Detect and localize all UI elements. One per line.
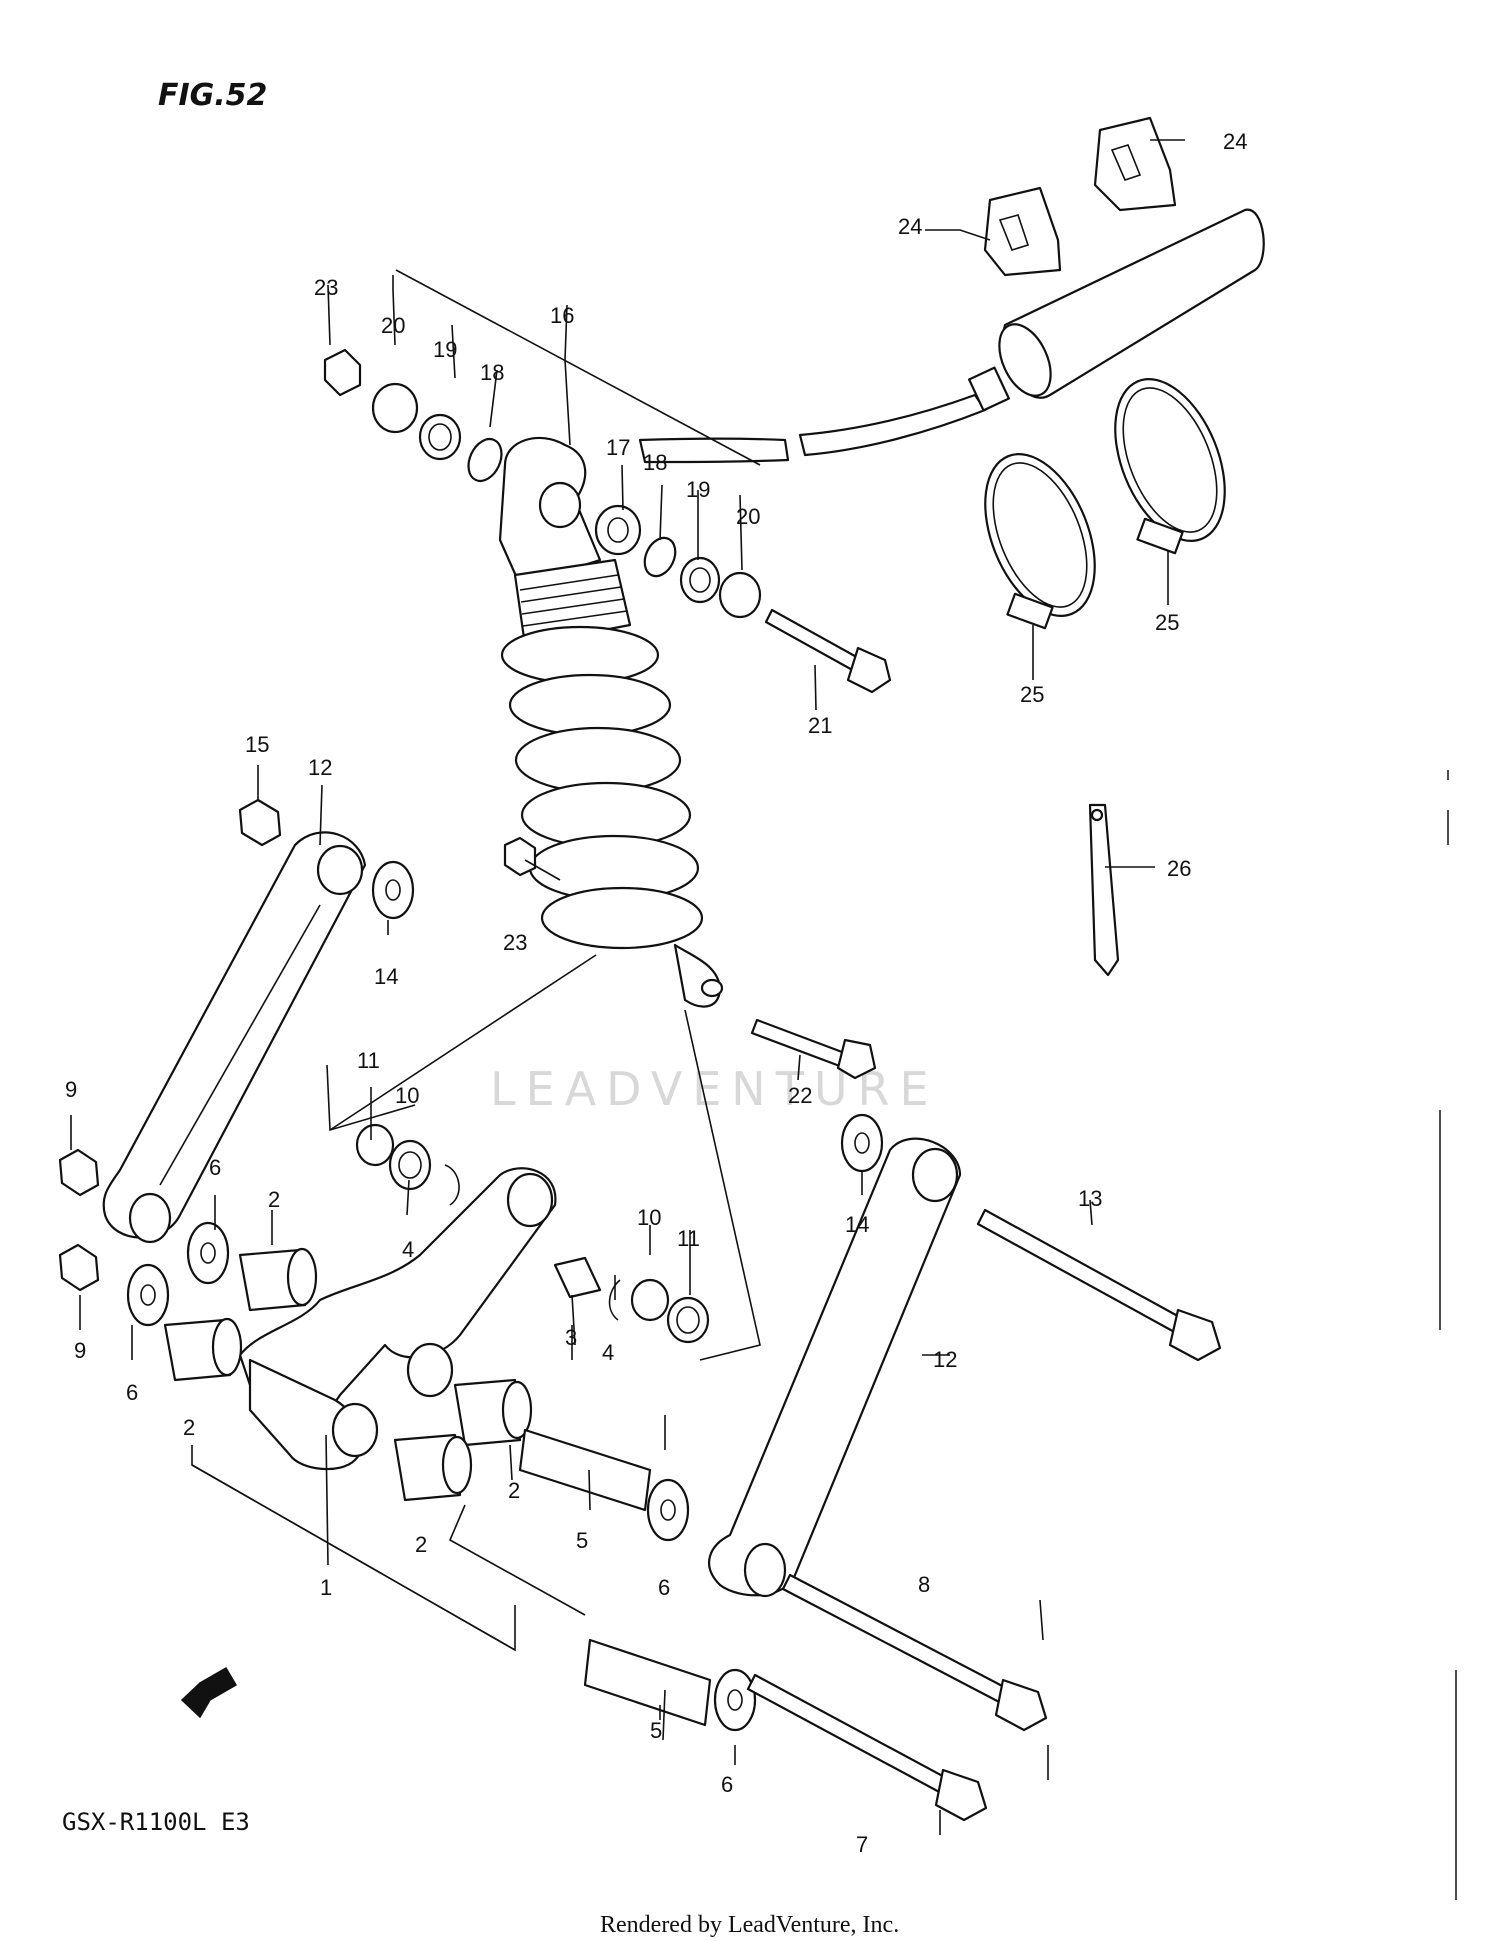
callout-25a: 25 [1020,682,1044,707]
rear-shock-absorber [498,436,724,1008]
callout-17: 17 [606,435,630,460]
upper-bolt [764,608,892,694]
callout-4a: 4 [402,1237,414,1262]
callout-12a: 12 [308,755,332,780]
callout-23a: 23 [314,275,338,300]
callout-23b: 23 [503,930,527,955]
scan-marks [1439,770,1457,1900]
callout-2a: 2 [268,1187,280,1212]
cushion-lever [238,1167,557,1471]
shock-lower-nut [503,836,537,877]
callout-6c: 6 [658,1575,670,1600]
callout-5a: 5 [576,1528,588,1553]
left-cushion-rod [102,831,367,1244]
callout-6d: 6 [721,1772,733,1797]
callout-7: 7 [856,1832,868,1857]
callout-11b: 11 [677,1226,700,1251]
callout-15: 15 [245,732,269,757]
callout-18b: 18 [643,450,667,475]
callout-14a: 14 [374,964,398,989]
callout-9b: 9 [74,1338,86,1363]
callout-25b: 25 [1155,610,1179,635]
long-bolts [746,1208,1222,1822]
callout-24b: 24 [898,214,922,239]
callout-labels: 1 2 2 2 2 2 3 4 4 5 5 6 6 6 6 7 8 9 9 10… [65,129,1247,1857]
callout-19a: 19 [433,337,457,362]
callout-10a: 10 [395,1083,419,1108]
callout-5b: 5 [650,1718,662,1743]
upper-mount-hardware [323,348,762,619]
callout-6a: 6 [209,1155,221,1180]
callout-1: 1 [320,1575,332,1600]
callout-4b: 4 [602,1340,614,1365]
callout-22: 22 [788,1083,812,1108]
callout-18a: 18 [480,360,504,385]
leader-lines [70,139,1185,1835]
lower-shock-bolt [750,1018,877,1080]
reservoir-bracket-upper [1093,116,1177,212]
callout-20a: 20 [381,313,405,338]
callout-11a: 11 [357,1048,380,1073]
callout-20b: 20 [736,504,760,529]
callout-13: 13 [1078,1186,1102,1211]
bearings-and-spacers [163,1247,712,1727]
right-cushion-rod [708,1137,962,1598]
hose-clamp-2 [1114,378,1226,555]
reservoir-bracket-lower [983,186,1062,277]
callout-12b: 12 [933,1347,957,1372]
callout-10b: 10 [637,1205,661,1230]
callout-16: 16 [550,303,574,328]
callout-2b: 2 [183,1415,195,1440]
callout-2c: 2 [508,1478,520,1503]
callout-8: 8 [918,1572,930,1597]
shock-reservoir [638,208,1265,464]
callout-24a: 24 [1223,129,1247,154]
nuts [58,798,282,1292]
callout-19b: 19 [686,477,710,502]
callout-26: 26 [1167,856,1191,881]
hose-clamp-1 [984,453,1096,630]
reservoir-strap [1088,803,1120,977]
callout-9a: 9 [65,1077,77,1102]
seals-and-rings [355,1123,710,1344]
callout-6b: 6 [126,1380,138,1405]
callout-2d: 2 [415,1532,427,1557]
washers [126,860,884,1732]
model-label: GSX-R1100L E3 [62,1808,250,1836]
callout-3: 3 [565,1325,577,1350]
figure-title: FIG.52 [158,78,267,113]
callout-21: 21 [808,713,832,738]
callout-14b: 14 [845,1212,869,1237]
render-credit: Rendered by LeadVenture, Inc. [600,1912,899,1938]
forward-arrow-icon: FWD [180,1666,238,1719]
